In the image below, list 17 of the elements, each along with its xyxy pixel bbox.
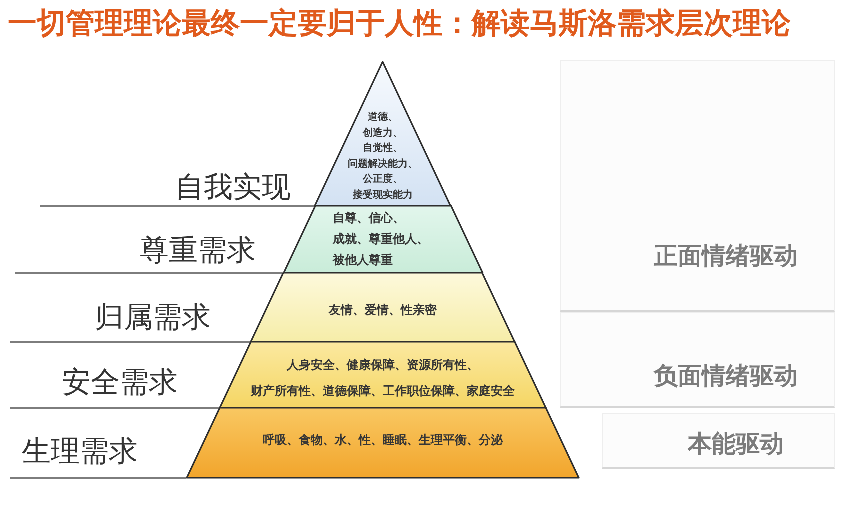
band-label: 本能驱动	[688, 430, 784, 458]
tier-description: 友情、爱情、性亲密	[328, 303, 437, 317]
side-band	[602, 413, 835, 469]
tier-label: 安全需求	[62, 366, 178, 400]
band-label: 负面情绪驱动	[654, 362, 798, 390]
tier-description: 自尊、信心、成就、尊重他人、被他人尊重	[332, 211, 429, 267]
tier-label: 自我实现	[175, 171, 291, 205]
tier-label: 归属需求	[95, 301, 211, 335]
side-band	[560, 312, 835, 408]
tier-description: 呼吸、食物、水、性、睡眠、生理平衡、分泌	[263, 433, 503, 447]
band-label: 正面情绪驱动	[654, 242, 798, 270]
tier-label: 尊重需求	[140, 234, 256, 268]
side-band	[560, 60, 835, 312]
title: 一切管理理论最终一定要归于人性：解读马斯洛需求层次理论	[8, 6, 791, 40]
tier-description: 人身安全、健康保障、资源所有性、财产所有性、道德保障、工作职位保障、家庭安全	[250, 358, 515, 398]
tier-description: 道德、创造力、自觉性、问题解决能力、公正度、接受现实能力	[348, 112, 418, 200]
tier-label: 生理需求	[22, 435, 138, 469]
